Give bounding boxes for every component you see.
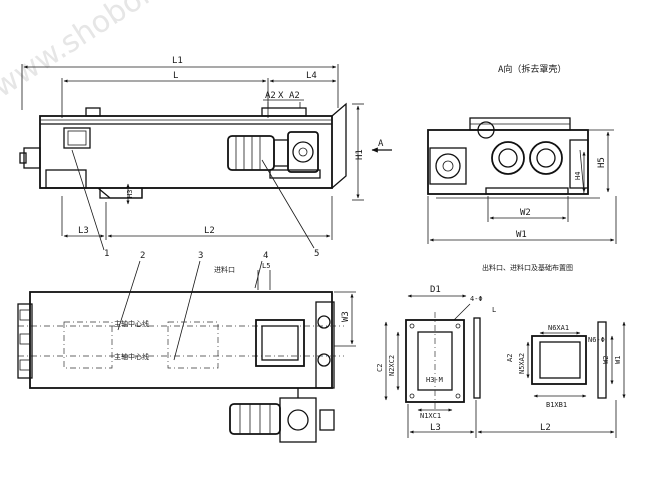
dim-W2-detail: W2 — [602, 356, 610, 364]
dim-L2-detail: L2 — [540, 423, 551, 433]
dim-L4: L4 — [306, 71, 317, 81]
label-N6: N6-Φ — [588, 336, 605, 344]
end-view-A: A向（拆去罩壳） W2 W1 H4 H5 — [427, 63, 617, 244]
callout-4: 4 — [263, 251, 268, 261]
center-label-upper: 主轴中心线 — [114, 319, 149, 328]
reducer — [287, 131, 319, 173]
dim-A2-left: A2 — [265, 91, 276, 101]
callout-5: 5 — [314, 249, 319, 259]
plan-body — [29, 291, 333, 389]
dim-H1: H1 — [355, 149, 365, 160]
port-detail: 出料口、进料口及基础布置图 D1 4-Φ L C2 N2XC2 H3-M N1X… — [376, 263, 626, 438]
dim-N5A2: N5XA2 — [518, 353, 526, 374]
end-view-title: A向（拆去罩壳） — [498, 63, 566, 75]
dim-W1-detail: W1 — [614, 356, 622, 364]
dim-W2: W2 — [520, 208, 531, 218]
label-L: L — [492, 306, 496, 314]
dim-B1B1: B1XB1 — [546, 401, 567, 409]
dim-N1C1: N1XC1 — [420, 412, 441, 420]
dim-L1: L1 — [172, 56, 183, 66]
dim-H3: H3 — [126, 190, 134, 198]
dim-L: L — [173, 71, 178, 81]
view-arrow-A: A — [378, 139, 384, 149]
outlet-flange — [531, 335, 587, 385]
dim-L3-detail: L3 — [430, 423, 441, 433]
label-H3M: H3-M — [426, 376, 443, 384]
dim-L2: L2 — [204, 226, 215, 236]
gear-left — [491, 141, 525, 175]
center-label-lower: 主轴中心线 — [114, 352, 149, 361]
plan-motor — [229, 403, 281, 435]
dim-W3: W3 — [341, 311, 351, 322]
dim-A2-right: A2 — [289, 91, 300, 101]
callout-2: 2 — [140, 251, 145, 261]
dim-H5: H5 — [597, 157, 607, 168]
detail-title: 出料口、进料口及基础布置图 — [482, 263, 573, 272]
gear-right — [529, 141, 563, 175]
dim-L5: L5 — [262, 262, 270, 270]
callout-3: 3 — [198, 251, 203, 261]
dim-H4: H4 — [574, 172, 582, 180]
motor — [227, 135, 275, 171]
dim-NC2: N2XC2 — [388, 355, 396, 376]
label-holes: 4-Φ — [470, 295, 483, 303]
dim-D1: D1 — [430, 285, 441, 295]
inlet-flange — [405, 319, 465, 403]
watermark: www.shobon.com — [0, 0, 227, 105]
dim-A2-detail: A2 — [506, 354, 514, 362]
dim-times: X — [278, 91, 284, 101]
inlet-label: 进料口 — [214, 265, 235, 274]
elevation-view: L1 L L4 A2 X A2 — [19, 56, 392, 259]
dim-L3: L3 — [78, 226, 89, 236]
dim-N6A1: N6XA1 — [548, 324, 569, 332]
callout-1: 1 — [104, 249, 109, 259]
dim-W1: W1 — [516, 230, 527, 240]
plan-view: 2 3 4 进料口 L5 主轴中心线 主轴中心线 W3 — [17, 251, 356, 443]
dim-C2: C2 — [376, 364, 384, 372]
